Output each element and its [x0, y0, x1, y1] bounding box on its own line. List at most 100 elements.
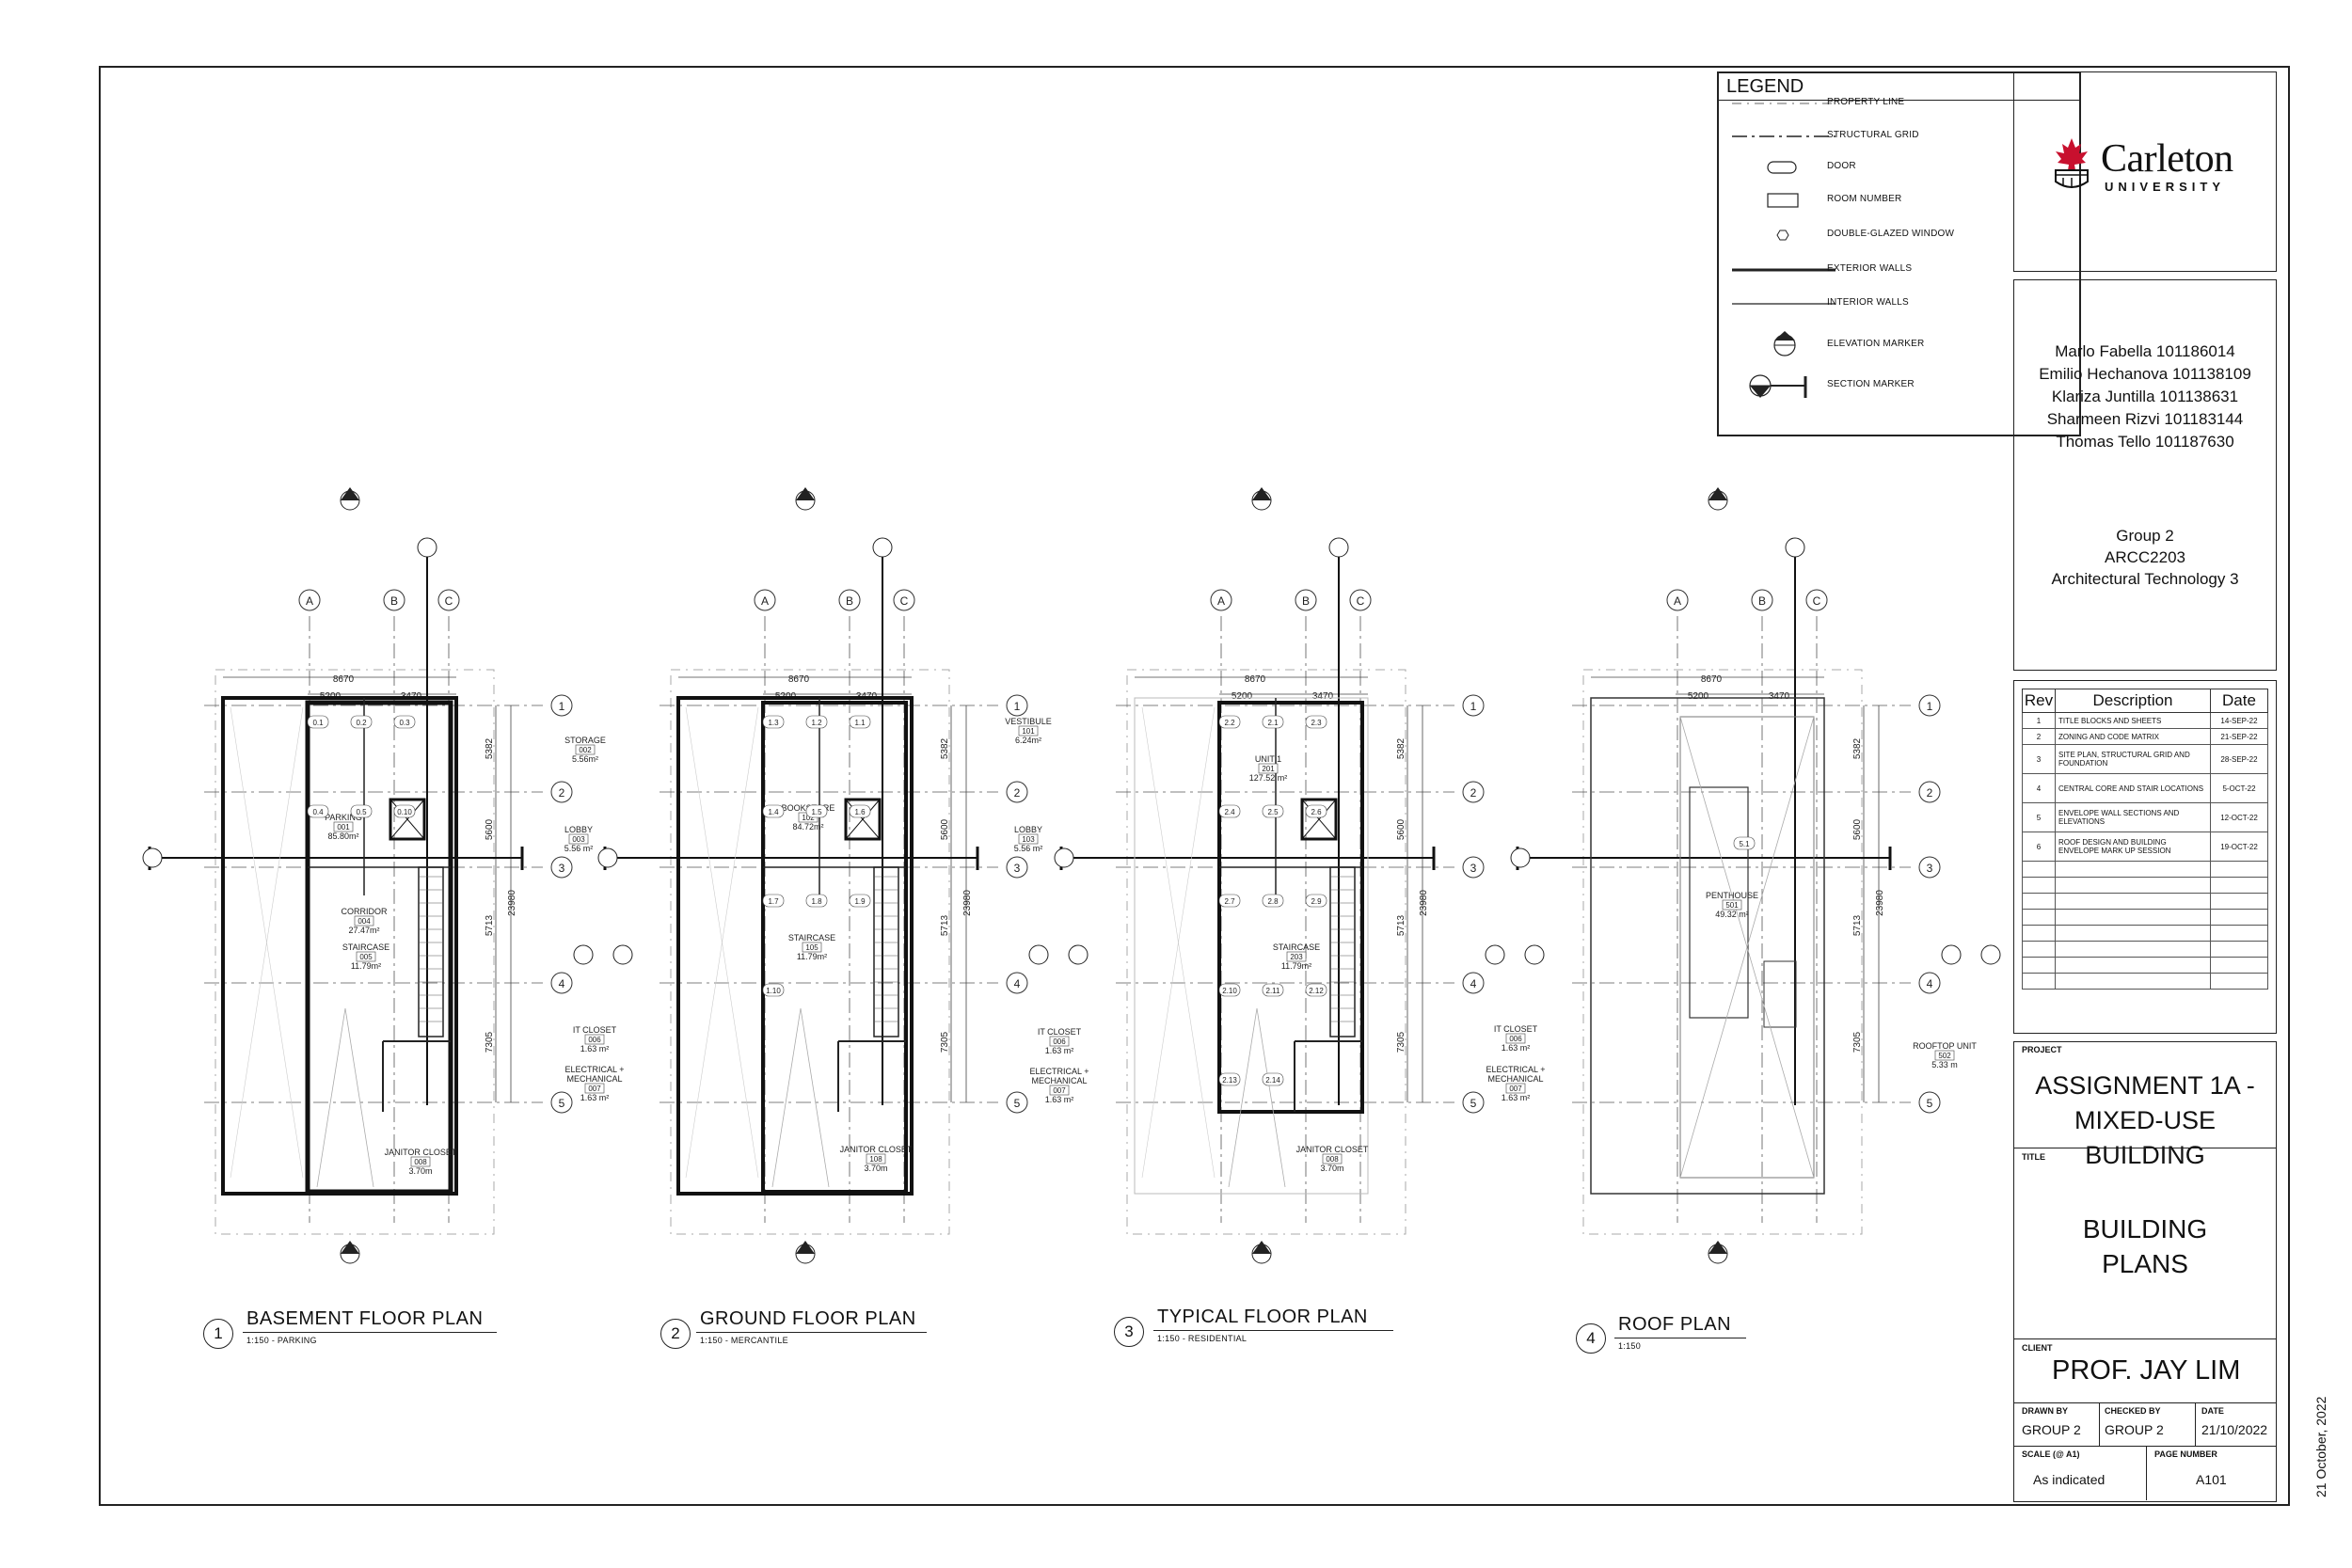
client-name: PROF. JAY LIM	[2052, 1355, 2241, 1386]
door-number: 5.1	[1739, 840, 1750, 848]
building-core-wall	[305, 700, 453, 1195]
room-name: VESTIBULE	[1005, 717, 1052, 726]
window-tag-line-icon	[1732, 221, 1836, 249]
drive-aisle-line	[230, 706, 304, 1179]
roof-outline	[1590, 697, 1825, 1195]
room-number: 006	[1053, 1037, 1066, 1046]
grid-row-label: 4	[1014, 977, 1021, 990]
room-number-box	[1505, 1083, 1526, 1094]
grid-column-label: A	[1217, 594, 1225, 608]
door-number: 2.14	[1265, 1076, 1280, 1085]
dimension-label: 5713	[1396, 914, 1406, 936]
grid-row-label: 1	[1014, 700, 1021, 713]
revision-date-cell: 14-SEP-22	[2210, 712, 2268, 729]
author-name: Thomas Tello 101187630	[2056, 433, 2234, 451]
room-area: 84.72m²	[792, 822, 823, 832]
property-line	[1126, 669, 1406, 1235]
dimension-label: 5713	[485, 914, 495, 936]
dimension-label: 23980	[962, 890, 973, 916]
dimension-label: 3470	[1769, 691, 1790, 702]
room-number-box	[1286, 951, 1307, 962]
group-name: Group 2	[2116, 527, 2174, 545]
elevator-cross	[1301, 799, 1337, 840]
checked-by-label: CHECKED BY	[2105, 1406, 2161, 1416]
door-number: 1.5	[811, 808, 822, 816]
grid-bubble	[1006, 1091, 1028, 1114]
dimension-label: 8670	[788, 674, 810, 685]
door-number: 2.5	[1267, 808, 1279, 816]
legend-item: EXTERIOR WALLS	[1719, 256, 2079, 284]
revision-row	[2022, 893, 2268, 910]
room-area: 3.70m	[1320, 1164, 1343, 1173]
door-tag	[1218, 1072, 1241, 1086]
elevation-marker-icon	[1941, 944, 1962, 965]
grid-bubble	[550, 856, 573, 879]
revision-header-rev: Rev	[2022, 689, 2056, 713]
room-area: 27.47m²	[348, 926, 379, 935]
door-number: 1.3	[768, 719, 779, 727]
grid-bubble	[1349, 589, 1372, 611]
divider	[2014, 1446, 2276, 1447]
property-line	[1582, 669, 1863, 1235]
grid-column-label: C	[445, 594, 453, 608]
thin-line-icon	[1732, 290, 1836, 318]
legend-item: STRUCTURAL GRID	[1719, 122, 2079, 150]
revision-description-cell	[2055, 877, 2211, 894]
revision-description-cell: ZONING AND CODE MATRIX	[2055, 728, 2211, 745]
grid-row-label: 5	[1927, 1097, 1933, 1110]
room-number-box	[866, 1153, 886, 1164]
revision-rev-cell: 5	[2022, 802, 2056, 832]
door-tag	[350, 715, 373, 729]
door-tag	[805, 715, 828, 729]
revision-rev-cell: 4	[2022, 773, 2056, 803]
plan-title: TYPICAL FLOOR PLAN	[1157, 1307, 1368, 1327]
staircase	[418, 866, 444, 1037]
room-number: 006	[588, 1036, 601, 1044]
dimension-label: 7305	[940, 1031, 950, 1053]
room-number-box	[1934, 1050, 1955, 1061]
room-name: CORRIDOR	[342, 907, 388, 916]
door-tag	[762, 894, 785, 908]
grid-bubble	[1751, 589, 1773, 611]
door-number: 2.3	[1311, 719, 1322, 727]
dimension-label: 3470	[1312, 691, 1334, 702]
grid-bubble	[1918, 1091, 1941, 1114]
elevator-shaft	[1300, 798, 1338, 841]
dimension-label: 5600	[1852, 818, 1863, 840]
dimension-label: 8670	[1701, 674, 1723, 685]
door-number: 1.1	[854, 719, 866, 727]
dimension-label: 5200	[1232, 691, 1253, 702]
drawn-by-label: DRAWN BY	[2022, 1406, 2068, 1416]
room-number: 004	[358, 917, 371, 926]
ramp-line	[771, 1007, 830, 1188]
exterior-wall	[676, 696, 914, 1196]
door-tag	[849, 894, 871, 908]
room-number-box	[354, 915, 374, 927]
plan-number-badge: 2	[660, 1319, 691, 1349]
revision-date-cell: 21-SEP-22	[2210, 728, 2268, 745]
room-name: ROOFTOP UNIT	[1913, 1041, 1977, 1051]
room-area: 5.33 m	[1931, 1060, 1958, 1069]
legend-item: DOUBLE-GLAZED WINDOW	[1719, 221, 2079, 249]
elevation-marker-arrow	[796, 487, 815, 500]
grid-row-label: 1	[1927, 700, 1933, 713]
grid-bubble	[1462, 781, 1485, 803]
plan-title: BASEMENT FLOOR PLAN	[246, 1308, 484, 1329]
grid-bubble	[1918, 781, 1941, 803]
grid-row-label: 1	[1470, 700, 1477, 713]
legend-item-label: EXTERIOR WALLS	[1827, 263, 1913, 274]
course-name: Architectural Technology 3	[2051, 570, 2239, 588]
room-name: IT CLOSET	[573, 1025, 617, 1035]
door-number: 0.3	[399, 719, 410, 727]
elevation-marker-arrow	[796, 1241, 815, 1254]
